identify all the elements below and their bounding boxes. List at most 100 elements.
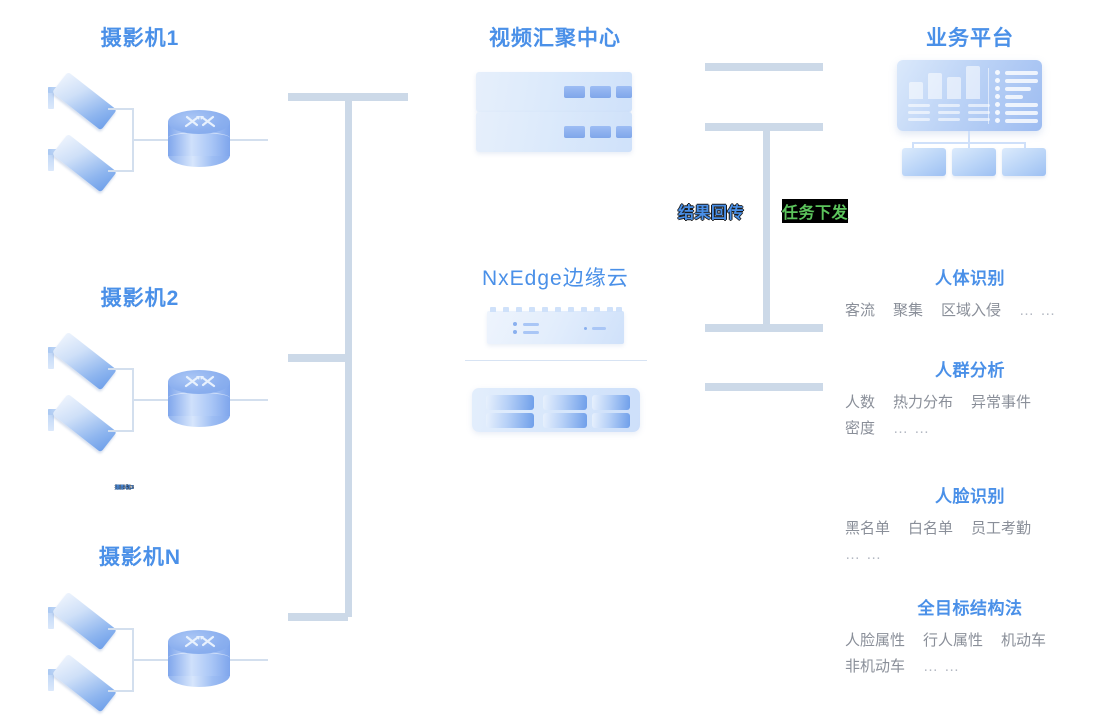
- router-top: [168, 630, 230, 654]
- network-router-icon: [168, 630, 230, 688]
- network-router-icon: [168, 370, 230, 428]
- capability-token-ellipsis: … …: [1019, 302, 1057, 319]
- server-slot: [616, 126, 632, 138]
- capability-title-2: 人脸识别: [935, 487, 1005, 506]
- capability-row: 人数热力分布异常事件: [845, 390, 1095, 416]
- capability-token: 热力分布: [893, 394, 954, 411]
- capability-token: 客流: [845, 302, 876, 319]
- camera-to-router-link: [132, 139, 170, 141]
- server-rack-icon: [476, 72, 632, 112]
- capability-token-ellipsis: … …: [923, 658, 961, 675]
- dashboard-bar: [966, 66, 980, 99]
- capability-title-1: 人群分析: [935, 361, 1005, 380]
- platform-link-bottom: [705, 383, 823, 391]
- camera-link: [108, 628, 134, 630]
- camera-to-router-link: [132, 659, 170, 661]
- capability-token: 行人属性: [923, 632, 984, 649]
- capability-token: 黑名单: [845, 520, 891, 537]
- capability-rows-2: 黑名单白名单员工考勤 … …: [845, 516, 1095, 568]
- platform-node-box: [952, 148, 996, 176]
- server-slot: [616, 86, 632, 98]
- platform-link-top: [705, 63, 823, 71]
- dashboard-bar: [909, 82, 923, 99]
- dashboard-leg: [1024, 142, 1026, 150]
- surveillance-camera-icon: [48, 585, 128, 651]
- network-router-icon: [168, 110, 230, 168]
- capability-token: 异常事件: [971, 394, 1032, 411]
- capability-token: 员工考勤: [971, 520, 1032, 537]
- capability-title-3: 全目标结构法: [917, 599, 1023, 618]
- dashboard-leg: [968, 142, 970, 150]
- capability-token: 人数: [845, 394, 876, 411]
- dashboard-leg: [912, 142, 914, 150]
- flow-label-result-upload: 结果回传: [678, 205, 745, 222]
- capability-token: 机动车: [1001, 632, 1047, 649]
- camera-bus-branch-mid: [288, 354, 348, 362]
- server-blade: [486, 413, 534, 428]
- server-slot: [564, 126, 585, 138]
- video-aggregation-center-title: 视频汇聚中心: [489, 27, 621, 50]
- module-trace: [592, 327, 606, 330]
- capability-row: 人脸属性行人属性机动车: [845, 628, 1095, 654]
- capability-rows-1: 人数热力分布异常事件 密度 … …: [845, 390, 1095, 442]
- capability-token-ellipsis: … …: [893, 420, 931, 437]
- camera-link: [108, 690, 134, 692]
- camera-group-3-tiny-title: 摄影机3: [115, 485, 134, 491]
- platform-link-lower: [705, 324, 823, 332]
- server-slot: [564, 86, 585, 98]
- router-arrows-icon: [184, 115, 216, 128]
- nxedge-edge-cloud-title: NxEdge边缘云: [482, 267, 629, 290]
- server-blade: [543, 395, 587, 410]
- router-to-bus-link: [230, 399, 268, 401]
- capability-rows-0: 客流聚集区域入侵 … …: [845, 298, 1095, 324]
- capability-token: 区域入侵: [941, 302, 1002, 319]
- surveillance-camera-icon: [48, 65, 128, 131]
- edge-cloud-divider: [465, 360, 647, 361]
- business-platform-title: 业务平台: [926, 27, 1014, 50]
- capability-row: 密度 … …: [845, 416, 1095, 442]
- camera-group-2-title: 摄影机2: [100, 287, 180, 310]
- module-indicator: [584, 327, 587, 330]
- surveillance-camera-icon: [48, 127, 128, 193]
- capability-rows-3: 人脸属性行人属性机动车 非机动车 … …: [845, 628, 1095, 680]
- server-blade: [543, 413, 587, 428]
- camera-group-1-title: 摄影机1: [100, 27, 180, 50]
- dashboard-bar: [928, 73, 942, 99]
- camera-group-n-title: 摄影机N: [98, 546, 182, 569]
- module-trace: [523, 323, 539, 326]
- camera-link: [108, 108, 134, 110]
- edge-server-blade-icon: [472, 388, 640, 432]
- camera-link: [108, 430, 134, 432]
- capability-token: 聚集: [893, 302, 924, 319]
- capability-token: 人脸属性: [845, 632, 906, 649]
- capability-title-0: 人体识别: [935, 269, 1005, 288]
- router-arrows-icon: [184, 375, 216, 388]
- analytics-dashboard-icon: [897, 60, 1042, 131]
- server-rack-icon: [476, 112, 632, 152]
- platform-link-trunk: [763, 127, 770, 327]
- capability-token: 非机动车: [845, 658, 906, 675]
- server-slot: [590, 86, 611, 98]
- surveillance-camera-icon: [48, 647, 128, 713]
- surveillance-camera-icon: [48, 387, 128, 453]
- camera-bus-branch-bottom: [288, 613, 348, 621]
- server-blade: [592, 413, 630, 428]
- capability-row: 客流聚集区域入侵 … …: [845, 298, 1095, 324]
- server-blade: [486, 395, 534, 410]
- camera-to-router-link: [132, 399, 170, 401]
- capability-row: … …: [845, 542, 1095, 568]
- capability-row: 黑名单白名单员工考勤: [845, 516, 1095, 542]
- dashboard-bar: [947, 77, 961, 99]
- router-top: [168, 370, 230, 394]
- module-indicator: [513, 330, 517, 334]
- platform-node-box: [1002, 148, 1046, 176]
- module-trace: [523, 331, 539, 334]
- server-blade: [592, 395, 630, 410]
- platform-node-box: [902, 148, 946, 176]
- capability-token: 白名单: [908, 520, 954, 537]
- camera-link: [108, 368, 134, 370]
- capability-token: 密度: [845, 420, 876, 437]
- camera-link: [108, 170, 134, 172]
- capability-row: 非机动车 … …: [845, 654, 1095, 680]
